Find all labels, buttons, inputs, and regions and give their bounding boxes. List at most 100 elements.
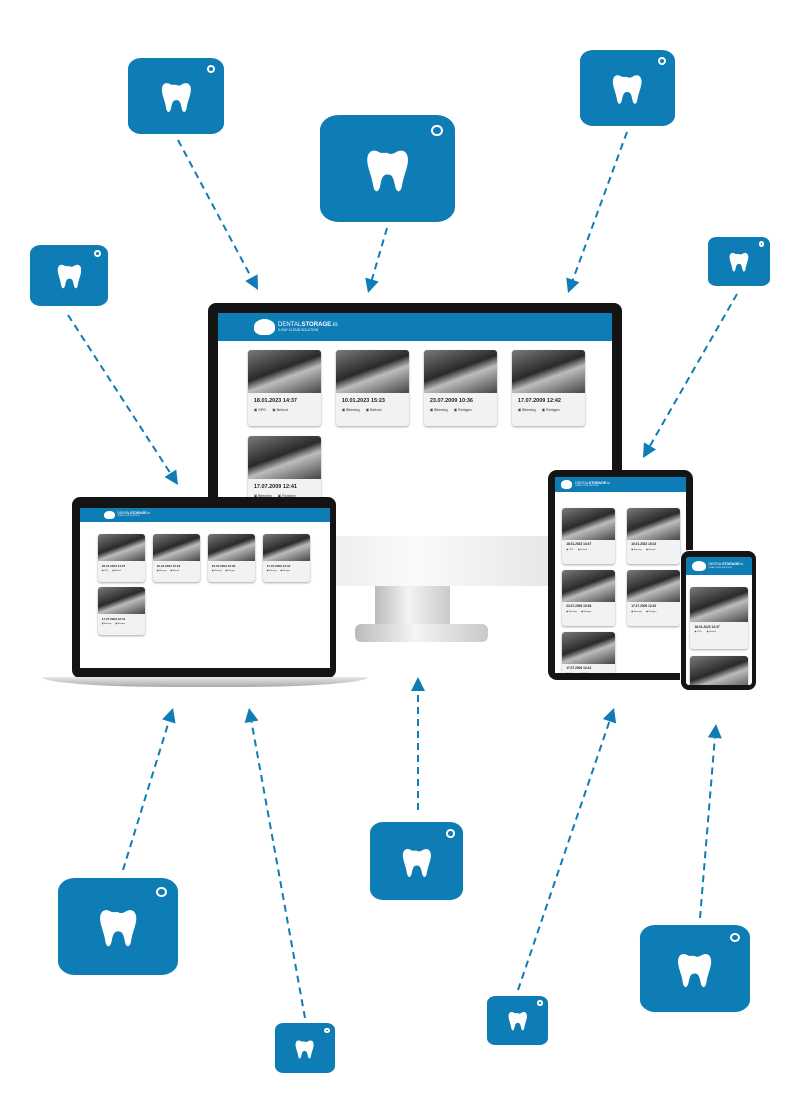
xray-card[interactable]: 23.07.2009 10:36▣ Bitewing▣ Röntgen: [562, 570, 615, 626]
xray-thumbnail-bitewing[interactable]: [690, 656, 748, 685]
xray-card[interactable]: 17.07.2009 12:41▣ Bitewing▣ Röntgen: [98, 587, 145, 635]
card-date: 10.01.2023 15:23: [156, 563, 181, 568]
xray-card[interactable]: 23.07.2009 10:36▣ Bitewing▣ Röntgen: [208, 534, 255, 582]
xray-card[interactable]: 10.01.2023 15:23 ▣ Bitewing▣ Befund: [153, 534, 200, 582]
card-date: 18.01.2023 14:37: [694, 624, 720, 629]
xray-thumbnail-bitewing[interactable]: [562, 570, 615, 602]
cloud-tooth-icon: [254, 319, 275, 335]
xray-card[interactable]: 18.01.2023 14:37▣ OPG▣ Befund: [98, 534, 145, 582]
brand-light: DENTAL: [117, 511, 131, 516]
xray-card[interactable]: 18.01.2023 14:37 ▣ OPG▣ Befund: [562, 508, 615, 564]
card-date: 17.07.2009 12:42: [631, 604, 657, 609]
card-date: 17.07.2009 12:42: [517, 397, 561, 404]
card-action-button[interactable]: ▣ Befund: [170, 570, 179, 573]
dashed-arrow: [699, 724, 722, 919]
xray-card[interactable]: 17.07.2009 12:42 ▣ Bitewing ▣ Röntgen: [627, 570, 680, 626]
xray-thumbnail-panoramic[interactable]: [690, 587, 748, 623]
xray-thumbnail-bitewing[interactable]: [208, 534, 255, 562]
card-action-button[interactable]: ▣ Röntgen: [278, 494, 296, 498]
card-action-button[interactable]: ▣ Bitewing: [341, 408, 360, 413]
xray-card[interactable]: 10.01.2023 15:23▣ Bitewing▣ Befund: [690, 656, 748, 685]
tooth-camera-icon: [58, 878, 178, 975]
xray-card[interactable]: 17.07.2009 12:42▣ Bitewing▣ Röntgen: [263, 534, 310, 582]
card-action-button[interactable]: ▣ Befund: [112, 570, 121, 573]
xray-thumbnail-panoramic[interactable]: [562, 508, 615, 540]
card-action-button[interactable]: ▣ OPG: [566, 549, 574, 551]
card-action-button[interactable]: ▣ Bitewing: [631, 549, 642, 551]
card-action-button[interactable]: ▣ Bitewing: [101, 623, 112, 626]
dashed-arrow: [177, 139, 258, 290]
cloud-tooth-icon: [561, 480, 573, 489]
card-action-button[interactable]: ▣ Bitewing: [266, 570, 277, 573]
card-date: 18.01.2023 14:37: [566, 542, 592, 547]
xray-thumbnail-bitewing[interactable]: [627, 508, 680, 540]
xray-thumbnail-periapical[interactable]: [627, 570, 680, 602]
card-action-button[interactable]: ▣ Bitewing: [156, 570, 167, 573]
xray-thumbnail-periapical[interactable]: [263, 534, 310, 562]
xray-thumbnail-bitewing[interactable]: [336, 350, 409, 394]
card-action-button[interactable]: ▣ Befund: [577, 549, 587, 551]
card-action-button[interactable]: ▣ Befund: [706, 631, 716, 634]
card-action-button[interactable]: ▣ Röntgen: [115, 623, 126, 626]
tagline: X-RAY CLOUD SOLUTION: [278, 327, 318, 332]
card-action-button[interactable]: ▣ Bitewing: [566, 611, 577, 613]
xray-card[interactable]: 18.01.2023 14:37 ▣ OPG ▣ Befund: [690, 587, 748, 649]
laptop-base: [42, 677, 368, 687]
card-action-button[interactable]: ▣ OPG: [694, 631, 702, 634]
card-action-button[interactable]: ▣ Röntgen: [541, 408, 560, 413]
card-action-button[interactable]: ▣ Bitewing: [429, 408, 448, 413]
card-action-button[interactable]: ▣ Bitewing: [254, 494, 272, 498]
xray-card[interactable]: 17.07.2009 12:42 ▣ Bitewing ▣ Röntgen: [512, 350, 585, 426]
card-date: 10.01.2023 15:23: [341, 397, 385, 404]
card-date: 23.07.2009 10:36: [429, 397, 473, 404]
card-action-button[interactable]: ▣ Röntgen: [453, 408, 472, 413]
monitor-stand: [375, 586, 450, 626]
card-action-button[interactable]: ▣ Bitewing: [517, 408, 536, 413]
card-action-button[interactable]: ▣ Befund: [646, 549, 656, 551]
card-action-button[interactable]: ▣ Röntgen: [280, 570, 291, 573]
card-action-button[interactable]: ▣ Bitewing: [211, 570, 222, 573]
brand-light: DENTAL: [278, 321, 302, 328]
card-date: 17.07.2009 12:41: [253, 483, 297, 490]
brand-bold: STORAGE: [301, 321, 332, 328]
dashed-arrow: [67, 314, 178, 485]
tooth-camera-icon: [580, 50, 675, 126]
xray-card[interactable]: 23.07.2009 10:36 ▣ Bitewing ▣ Röntgen: [424, 350, 497, 426]
dashed-arrow: [643, 293, 738, 458]
brand-light: DENTAL: [708, 562, 723, 567]
xray-thumbnail-periapical[interactable]: [98, 587, 145, 615]
xray-card[interactable]: 10.01.2023 15:23 ▣ Bitewing ▣ Befund: [336, 350, 409, 426]
card-action-button[interactable]: ▣ Röntgen: [646, 611, 657, 613]
card-action-button[interactable]: ▣ Befund: [272, 408, 288, 413]
card-action-button[interactable]: ▣ Röntgen: [225, 570, 236, 573]
card-action-button[interactable]: ▣ OPG: [101, 570, 109, 573]
xray-thumbnail-panoramic[interactable]: [248, 350, 321, 394]
xray-card[interactable]: 10.01.2023 15:23▣ Bitewing▣ Befund: [627, 508, 680, 564]
xray-card[interactable]: 18.01.2023 14:37▣ OPG▣ Befund: [248, 350, 321, 426]
brand-light: DENTAL: [575, 480, 589, 485]
xray-thumbnail-periapical[interactable]: [248, 436, 321, 480]
cloud-tooth-icon: [692, 561, 706, 571]
xray-thumbnail-periapical[interactable]: [562, 632, 615, 664]
card-action-button[interactable]: ▣ Röntgen: [581, 611, 592, 613]
xray-thumbnail-periapical[interactable]: [512, 350, 585, 394]
card-action-button[interactable]: ▣ OPG: [253, 408, 267, 413]
xray-card[interactable]: 17.07.2009 12:41▣ Bitewing▣ Röntgen: [562, 632, 615, 673]
card-action-button[interactable]: ▣ Befund: [365, 408, 382, 413]
dashed-arrow: [517, 708, 617, 991]
card-action-button[interactable]: ▣ Bitewing: [631, 611, 642, 613]
xray-thumbnail-panoramic[interactable]: [98, 534, 145, 562]
xray-thumbnail-bitewing[interactable]: [424, 350, 497, 394]
xray-thumbnail-bitewing[interactable]: [153, 534, 200, 562]
